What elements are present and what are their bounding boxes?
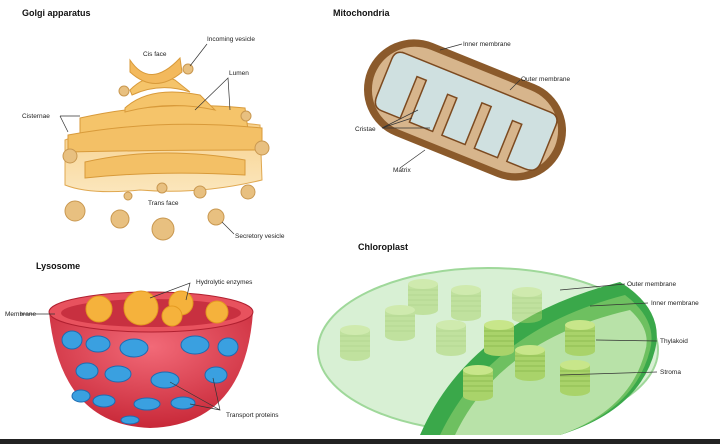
label-outer-membrane: Outer membrane bbox=[627, 281, 677, 288]
mitochondria: Mitochondria Inner membrane Outer membra… bbox=[333, 8, 571, 181]
label-inner-membrane: Inner membrane bbox=[651, 300, 699, 307]
label-lumen: Lumen bbox=[229, 70, 249, 77]
label-stroma: Stroma bbox=[660, 369, 681, 376]
label-secretory-vesicle: Secretory vesicle bbox=[235, 233, 285, 240]
label-inner-membrane: Inner membrane bbox=[463, 41, 511, 48]
golgi-apparatus: Golgi apparatus Incoming vesicle Cis fac… bbox=[22, 8, 285, 241]
chloroplast-title: Chloroplast bbox=[358, 242, 408, 252]
label-cristae: Cristae bbox=[355, 126, 376, 133]
label-transport-proteins: Transport proteins bbox=[226, 412, 279, 419]
label-cisternae: Cisternae bbox=[22, 113, 50, 120]
golgi-title: Golgi apparatus bbox=[22, 8, 91, 18]
bottom-bar bbox=[0, 439, 720, 444]
lysosome-title: Lysosome bbox=[36, 261, 80, 271]
lysosome: Lysosome Hydrolytic enzymes Membrane Tra… bbox=[5, 261, 279, 428]
label-thylakoid: Thylakoid bbox=[660, 338, 688, 345]
label-outer-membrane: Outer membrane bbox=[521, 76, 571, 83]
label-cis-face: Cis face bbox=[143, 51, 167, 58]
chloroplast: Chloroplast Outer membrane Inner membran… bbox=[317, 242, 699, 435]
label-matrix: Matrix bbox=[393, 167, 411, 174]
label-hydrolytic-enzymes: Hydrolytic enzymes bbox=[196, 279, 253, 286]
label-incoming-vesicle: Incoming vesicle bbox=[207, 36, 255, 43]
label-membrane: Membrane bbox=[5, 311, 36, 318]
label-trans-face: Trans face bbox=[148, 200, 179, 207]
mitochondria-title: Mitochondria bbox=[333, 8, 390, 18]
